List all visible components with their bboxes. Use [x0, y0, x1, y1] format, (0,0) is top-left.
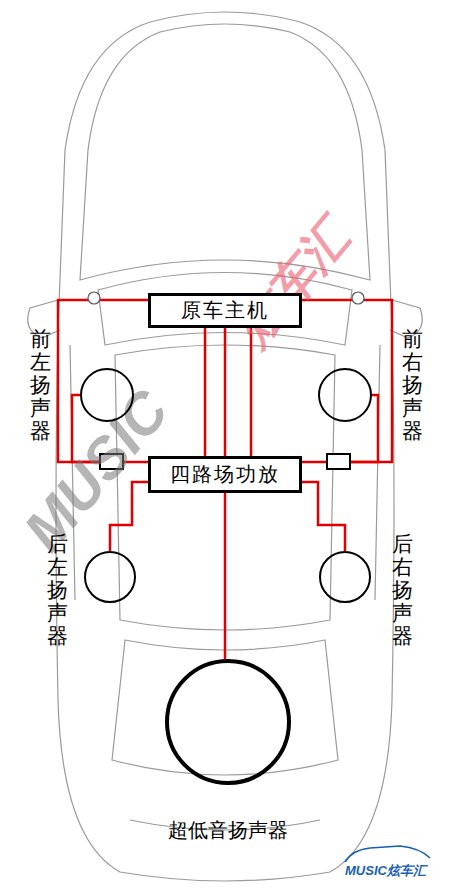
speaker-wire — [302, 482, 345, 551]
speaker-label: 后右扬声器 — [392, 533, 413, 648]
speaker-label: 超低音扬声器 — [168, 817, 288, 844]
speaker-circle: 后左扬声器 — [84, 551, 136, 603]
box-label: 原车主机 — [175, 297, 275, 324]
speaker-wire — [302, 395, 378, 462]
speaker-circle: 后右扬声器 — [319, 551, 371, 603]
amplifier-box: 四路场功放 — [148, 456, 302, 493]
speaker-circle: 前左扬声器 — [80, 368, 134, 422]
head-unit-box: 原车主机 — [148, 293, 302, 328]
speaker-label: 前左扬声器 — [30, 328, 51, 443]
box-label: 四路场功放 — [164, 461, 286, 488]
speaker-wire — [224, 493, 227, 659]
speaker-label: 前右扬声器 — [402, 328, 423, 443]
speaker-circle: 前右扬声器 — [318, 368, 372, 422]
speaker-label: 后左扬声器 — [47, 533, 68, 648]
logo-text: MUSIC炫车汇 — [345, 862, 426, 880]
subwoofer-circle: 超低音扬声器 — [165, 659, 291, 785]
speaker-wire — [224, 328, 227, 456]
